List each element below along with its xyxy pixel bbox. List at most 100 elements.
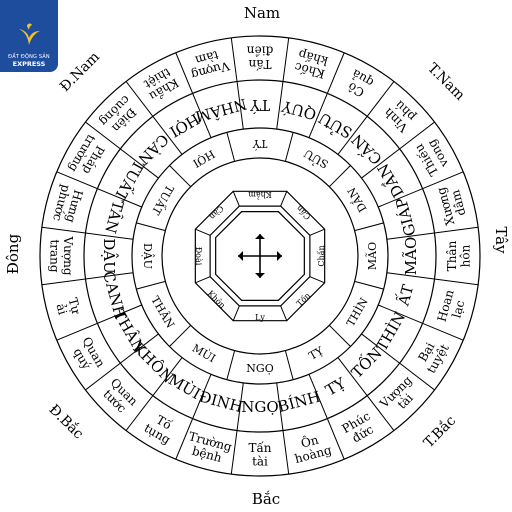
luck-label: Tốtụng [142,409,181,448]
arrow-head-icon [238,251,243,261]
luck-label: Ônhoàng [289,428,333,466]
branch-label: DẬU [141,243,155,269]
mountain-label: GIÁP [392,196,419,238]
sector-divider [276,37,290,130]
branch-divider [354,222,384,232]
sector-divider [56,304,142,341]
sector-divider [386,272,479,286]
branch-divider [328,165,351,188]
trigram-label: Cấn [295,204,313,222]
sector-divider [230,37,244,130]
branch-divider [328,324,351,347]
sector-separators [41,37,479,475]
trigram-divider [195,276,211,284]
sector-divider [125,81,183,155]
branch-divider [284,350,294,380]
sector-divider [276,382,290,475]
sector-divider [41,272,134,286]
direction-south: Nam [244,4,280,22]
mountain-label: DẦN [372,160,407,201]
branch-divider [226,132,236,162]
direction-west: Tây [492,227,510,255]
luck-label: Khẩuthiệt [140,64,182,104]
trigram-divider [309,228,325,236]
direction-southwest: T.Nam [424,60,468,104]
trigram-label: Càn [208,204,226,222]
ring-circle-3 [161,157,359,355]
mountain-label: BÍNH [276,388,322,417]
mountain-label: TÝ [249,96,270,114]
luck-label: Côquả [343,66,376,101]
sector-divider [125,357,183,431]
sector-divider [361,333,435,391]
bird-logo-icon [19,23,40,45]
branch-divider [136,280,166,290]
arrow-head-icon [255,273,265,278]
mountain-label: CANH [99,269,129,321]
branch-label: MÃO [365,242,379,270]
octagon-core [215,211,305,301]
trigram-label: Khảm [248,190,272,199]
sector-divider [56,171,142,208]
luck-label: Thiếuvong [411,135,453,179]
branch-divider [226,350,236,380]
branch-label: TUẤT [149,183,178,219]
luck-label: Phúcđức [339,409,379,448]
arrow-head-icon [277,251,282,261]
luck-label: Vượngtài [376,373,424,421]
luck-label: Trườngbệnh [184,429,234,467]
branch-label: TỴ [307,344,327,363]
branch-divider [354,280,384,290]
brand-name-top: ĐẤT ĐỘNG SẢN [8,54,50,60]
mountain-label: TÂN [101,199,127,236]
sector-divider [378,171,464,208]
trigram-divider [232,305,240,321]
branch-divider [169,324,192,347]
sector-divider [386,226,479,240]
sector-divider [378,304,464,341]
trigram-divider [232,191,240,207]
direction-north: Bắc [252,490,280,508]
ring-circle-0 [39,35,481,477]
branch-label: NGỌ [246,362,273,375]
trigram-label: Ly [255,313,265,322]
mountain-label: ĐINH [197,387,244,416]
sector-divider [175,374,212,460]
branch-divider [169,165,192,188]
mountain-label: THÌN [372,309,409,354]
trigram-divider [280,305,288,321]
ring-circle-2 [131,127,389,385]
luck-label: Xươngdâm [434,182,470,227]
luck-label: Vượngtrang [48,235,75,275]
luck-label: Tựải [53,296,84,319]
luck-label: Hoanlạc [435,288,470,327]
center-cross [238,234,282,278]
sector-divider [85,121,159,179]
sector-divider [230,382,244,475]
brand-name-bottom: EXPRESS [12,60,46,68]
trigram-label: Đoài [194,247,203,266]
trigram-divider [195,228,211,236]
branch-label: HỢI [191,147,217,170]
trigram-label: Khôn [206,289,227,310]
sector-divider [337,81,395,155]
sector-divider [85,333,159,391]
trigram-divider [280,191,288,207]
sector-divider [175,52,212,138]
branch-label: TÝ [252,137,267,151]
luck-label: Quanquý [68,335,108,377]
luck-label: Bạituyệt [413,335,452,376]
sector-divider [361,121,435,179]
branch-label: MÙI [190,341,219,366]
sector-divider [41,226,134,240]
trigram-label: Chấn [317,245,326,266]
sector-divider [337,357,395,431]
luck-label: Tấnđiền [246,44,273,72]
luck-label: Pháptrường [66,132,110,181]
direction-northeast: Đ.Bắc [46,400,88,442]
mountain-label: NGỌ [241,398,278,416]
luck-label: Vinhphú [381,96,421,136]
ring-circle-1 [83,79,437,433]
